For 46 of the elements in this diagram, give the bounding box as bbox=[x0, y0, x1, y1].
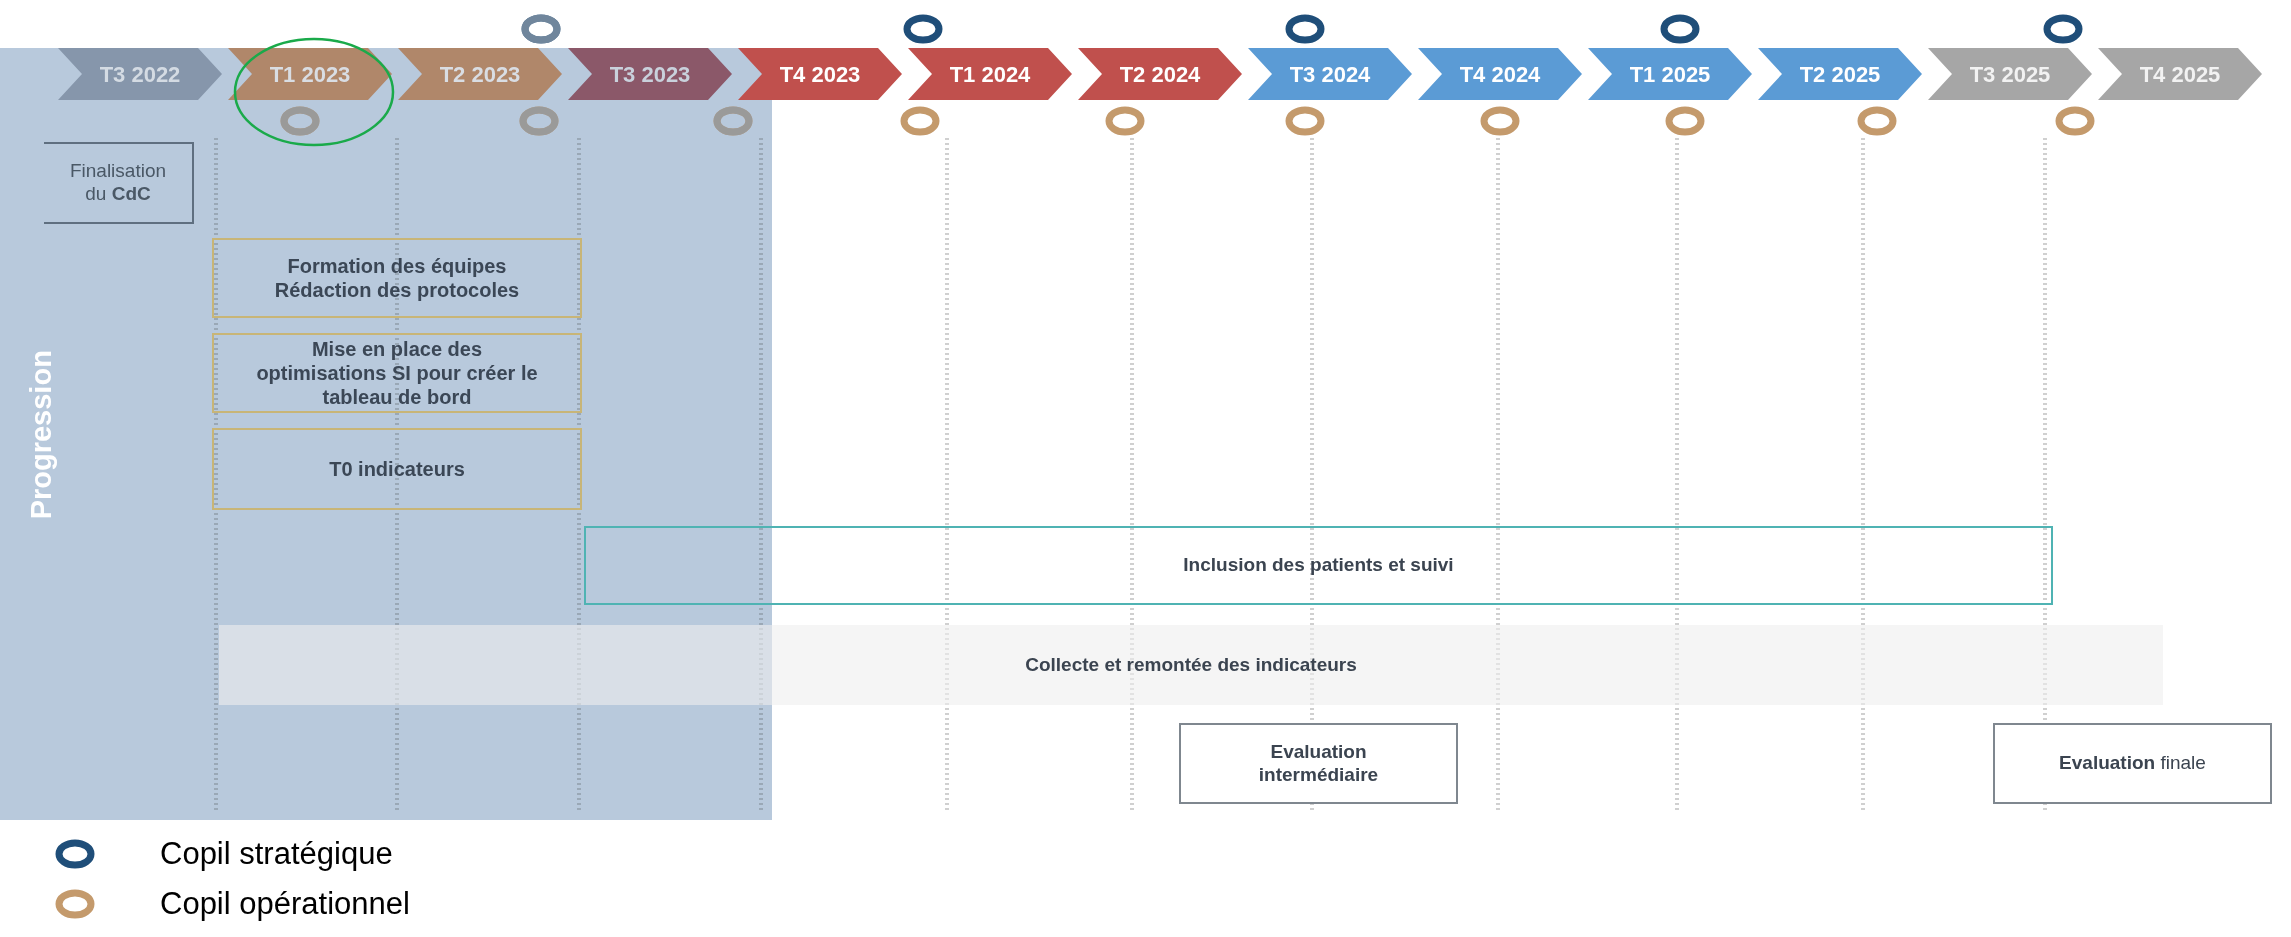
quarter-label: T4 2025 bbox=[2139, 60, 2221, 89]
task-box bbox=[212, 238, 582, 318]
timeline-quarter-band bbox=[58, 48, 222, 100]
quarter-label: T3 2025 bbox=[1969, 60, 2051, 89]
timeline-quarter-band bbox=[738, 48, 902, 100]
timeline-quarter-band bbox=[1418, 48, 1582, 100]
timeline-quarter-band bbox=[1078, 48, 1242, 100]
timeline-quarter-band bbox=[568, 48, 732, 100]
legend-text: Copil opérationnel bbox=[160, 884, 410, 923]
task-box bbox=[212, 333, 582, 413]
quarter-label: T4 2024 bbox=[1459, 60, 1541, 89]
quarter-label: T2 2023 bbox=[439, 60, 521, 89]
quarter-label: T1 2023 bbox=[269, 60, 351, 89]
timeline-quarter-band bbox=[2098, 48, 2262, 100]
timeline-quarter-band bbox=[1758, 48, 1922, 100]
timeline-quarter-band bbox=[1248, 48, 1412, 100]
timeline-quarter-band bbox=[398, 48, 562, 100]
timeline-quarter-band bbox=[1588, 48, 1752, 100]
quarter-label: T2 2025 bbox=[1799, 60, 1881, 89]
task-text: Evaluation intermédiaire bbox=[1257, 740, 1380, 787]
quarter-label: T1 2024 bbox=[949, 60, 1031, 89]
task-text: Evaluation finale bbox=[2059, 752, 2206, 775]
task-box bbox=[219, 625, 2163, 705]
quarter-label: T1 2025 bbox=[1629, 60, 1711, 89]
task-text: Finalisation du CdC bbox=[68, 160, 168, 206]
task-text: Rédaction des protocoles bbox=[274, 278, 520, 302]
task-box bbox=[44, 142, 194, 224]
quarter-label: T3 2023 bbox=[609, 60, 691, 89]
task-box bbox=[1993, 723, 2272, 804]
quarter-label: T3 2024 bbox=[1289, 60, 1371, 89]
axis-label: Progression bbox=[24, 350, 59, 520]
task-box bbox=[584, 526, 2053, 605]
quarter-label: T2 2024 bbox=[1119, 60, 1201, 89]
task-text: Mise en place des optimisations SI pour créer le tableau de bord bbox=[255, 337, 539, 409]
task-box bbox=[212, 428, 582, 510]
quarter-label: T3 2022 bbox=[99, 60, 181, 89]
legend-text: Copil stratégique bbox=[160, 834, 393, 873]
timeline-quarter-band bbox=[908, 48, 1072, 100]
task-box bbox=[1179, 723, 1458, 804]
task-text: T0 indicateurs bbox=[329, 457, 465, 481]
task-text: Collecte et remontée des indicateurs bbox=[1025, 653, 1357, 677]
task-text: Inclusion des patients et suivi bbox=[1183, 554, 1454, 577]
timeline-quarter-band bbox=[1928, 48, 2092, 100]
task-text: Formation des équipes bbox=[287, 254, 507, 278]
timeline-quarter-band bbox=[228, 48, 392, 100]
quarter-label: T4 2023 bbox=[779, 60, 861, 89]
